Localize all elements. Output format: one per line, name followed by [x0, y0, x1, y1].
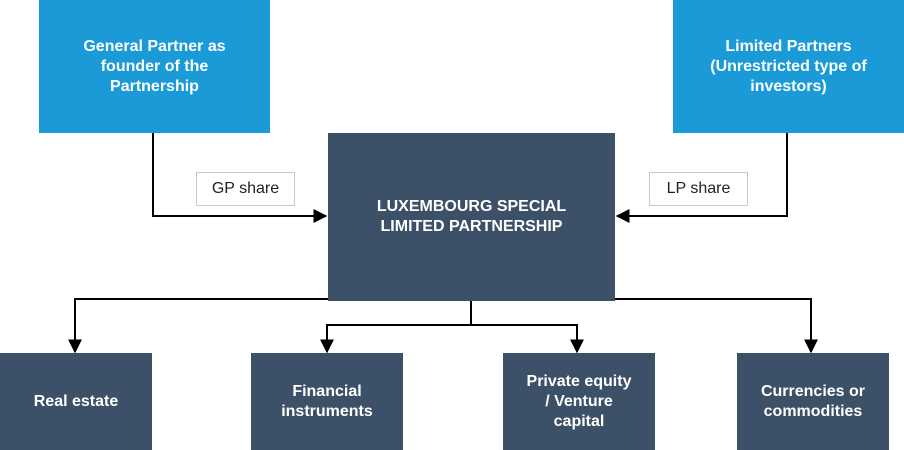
general-partner-box: General Partner as founder of the Partne… — [39, 0, 270, 133]
asset-box-currencies: Currencies or commodities — [737, 353, 889, 450]
gp-share-label: GP share — [211, 180, 280, 197]
asset-bus-inner — [326, 324, 584, 354]
general-partner-label: General Partner as founder of the Partne… — [83, 37, 226, 95]
asset-label-financial-instruments: Financial instruments — [281, 382, 373, 420]
gp-share-label-box: GP share — [196, 172, 295, 206]
asset-label-real-estate: Real estate — [33, 392, 119, 410]
asset-box-private-equity: Private equity / Venture capital — [503, 353, 655, 450]
limited-partners-label: Limited Partners (Unrestricted type of i… — [710, 37, 867, 95]
asset-box-real-estate: Real estate — [0, 353, 152, 450]
lp-share-label-box: LP share — [649, 172, 748, 206]
lp-share-label: LP share — [666, 180, 731, 197]
asset-label-currencies: Currencies or commodities — [760, 382, 866, 420]
asset-label-private-equity: Private equity / Venture capital — [526, 372, 632, 430]
limited-partners-box: Limited Partners (Unrestricted type of i… — [673, 0, 904, 133]
asset-box-financial-instruments: Financial instruments — [251, 353, 403, 450]
luxembourg-slp-label: LUXEMBOURG SPECIAL LIMITED PARTNERSHIP — [376, 198, 567, 235]
lp-connector-arrow — [615, 133, 788, 223]
gp-connector-arrow — [152, 133, 328, 223]
luxembourg-slp-box: LUXEMBOURG SPECIAL LIMITED PARTNERSHIP — [328, 133, 615, 301]
